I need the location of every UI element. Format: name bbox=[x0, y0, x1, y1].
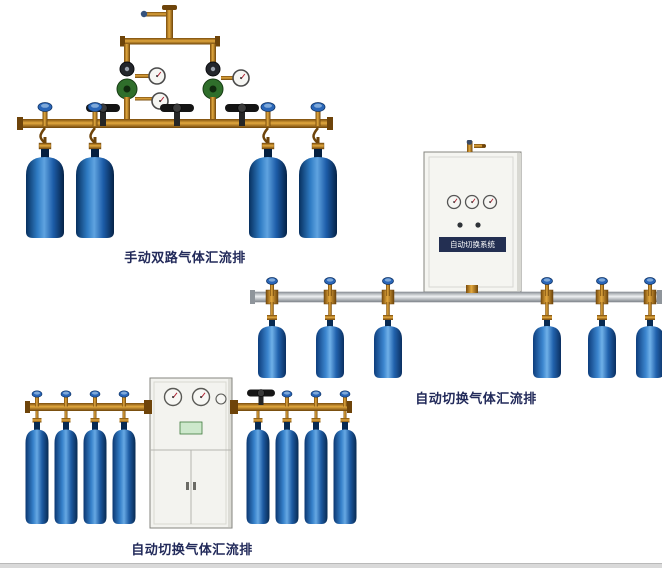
gas-cylinder bbox=[316, 320, 344, 378]
figure-manual-dual-manifold bbox=[17, 5, 337, 238]
shutoff-valve-handwheel bbox=[246, 389, 276, 406]
gas-cylinder bbox=[26, 149, 64, 238]
figure-auto-switch-floor bbox=[25, 377, 357, 529]
figure-caption-manual-dual: 手动双路气体汇流排 bbox=[124, 250, 246, 265]
cabinet-label: 自动切换系统 bbox=[450, 239, 495, 249]
cabinet-gauge bbox=[191, 387, 211, 407]
inlet-valve-knob bbox=[466, 140, 473, 145]
cabinet-gauge bbox=[464, 194, 480, 210]
indicator-knob bbox=[457, 222, 463, 228]
gas-cylinder bbox=[258, 320, 286, 378]
bottom-divider bbox=[0, 563, 662, 568]
manifold-pipe bbox=[250, 290, 662, 304]
gas-cylinder bbox=[54, 422, 78, 524]
gas-cylinder bbox=[25, 422, 49, 524]
cabinet-gauge bbox=[163, 387, 183, 407]
regulator-left bbox=[116, 61, 169, 121]
cabinet-label-strip bbox=[439, 237, 506, 252]
door-handle bbox=[186, 482, 189, 490]
floor-cabinet bbox=[149, 377, 233, 529]
cabinet-inlet-pipe bbox=[466, 140, 486, 152]
gas-cylinder bbox=[76, 149, 114, 238]
cabinet-display bbox=[179, 421, 203, 435]
gas-cylinder bbox=[275, 422, 299, 524]
gas-cylinder bbox=[83, 422, 107, 524]
control-cabinet: 自动切换系统 bbox=[423, 151, 522, 293]
cabinet-gauge bbox=[446, 194, 462, 210]
cylinder-pigtails bbox=[38, 127, 325, 150]
cylinder-stations bbox=[265, 277, 657, 320]
cabinet-gauge-small bbox=[215, 393, 227, 405]
figure-caption-auto-floor: 自动切换气体汇流排 bbox=[131, 542, 253, 557]
door-handle bbox=[193, 482, 196, 490]
gas-cylinder bbox=[304, 422, 328, 524]
pressure-gauge bbox=[232, 69, 250, 87]
gas-cylinder bbox=[588, 320, 616, 378]
gas-cylinder bbox=[374, 320, 402, 378]
gas-cylinder bbox=[112, 422, 136, 524]
inlet-pipe bbox=[120, 5, 220, 76]
cabinet-gauge bbox=[482, 194, 498, 210]
gas-cylinder bbox=[246, 422, 270, 524]
gas-cylinder bbox=[333, 422, 357, 524]
pressure-gauge bbox=[148, 67, 166, 85]
figure-auto-switch-wall: 自动切换系统 bbox=[250, 140, 662, 378]
cabinet-pipe-connector bbox=[466, 285, 478, 293]
indicator-knob bbox=[475, 222, 481, 228]
gas-cylinder bbox=[533, 320, 561, 378]
figure-caption-auto-wall: 自动切换气体汇流排 bbox=[415, 391, 537, 406]
regulator-right bbox=[202, 61, 250, 121]
cylinder-stations bbox=[31, 390, 351, 423]
manifold-pipe bbox=[25, 400, 352, 414]
inlet-valve-knob bbox=[140, 10, 148, 18]
gas-cylinder bbox=[636, 320, 662, 378]
